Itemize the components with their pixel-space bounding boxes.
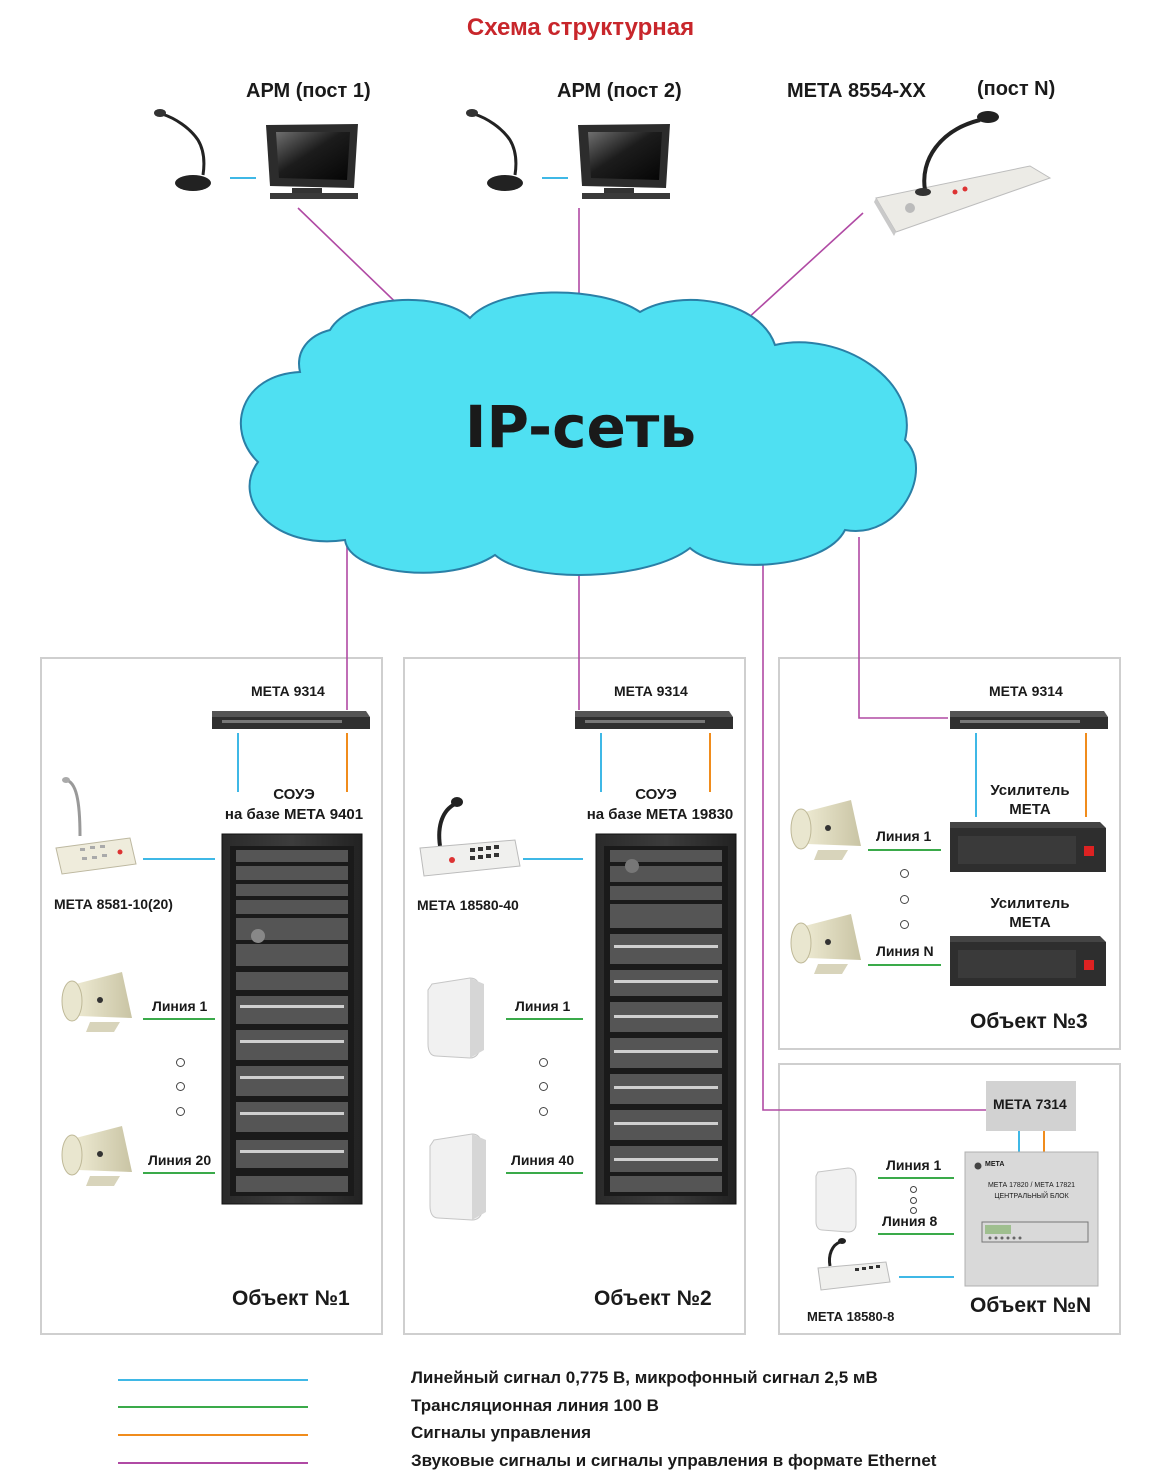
- legend-swatches: [118, 1379, 308, 1464]
- ethernet-link-object3: [858, 537, 948, 719]
- object1-console-label: МЕТА 8581-10(20): [54, 896, 173, 912]
- object2-switch-icon: [575, 711, 733, 729]
- object2-rack-icon: [595, 833, 737, 1205]
- object1-name: Объект №1: [232, 1287, 350, 1310]
- object2-line40-label: Линия 40: [511, 1152, 575, 1168]
- objectN-unit-models: МЕТА 17820 / МЕТА 17821: [987, 1182, 1076, 1189]
- object1-console-icon: [55, 777, 137, 875]
- objectN-switch-box: [986, 1081, 1076, 1131]
- meta8554-console-icon: [874, 111, 1052, 236]
- object2-line1-label: Линия 1: [515, 998, 571, 1014]
- object3-amp2-subtitle: МЕТА: [1009, 914, 1051, 931]
- objectN-console-icon: [817, 1238, 891, 1291]
- objectN-central-unit-icon: [964, 1151, 1099, 1287]
- object1-line20-label: Линия 20: [148, 1152, 212, 1168]
- object1-soue-subtitle: на базе МЕТА 9401: [224, 806, 364, 823]
- object3-line1-label: Линия 1: [876, 828, 932, 844]
- ethernet-link-meta8554: [745, 212, 864, 321]
- objectN-unit-brand: МЕТА: [985, 1161, 1005, 1168]
- object2-wall-speaker1-icon: [427, 977, 484, 1059]
- objectN-name: Объект №N: [970, 1294, 1092, 1317]
- continuation-dot: [900, 869, 909, 878]
- continuation-dot: [539, 1058, 548, 1067]
- continuation-dot: [176, 1107, 185, 1116]
- arm2-label: АРМ (пост 2): [557, 80, 682, 102]
- continuation-dot: [910, 1197, 917, 1204]
- arm2-microphone-icon: [466, 109, 523, 191]
- object2-wall-speaker2-icon: [429, 1133, 486, 1221]
- object3-amplifier2-icon: [950, 936, 1106, 986]
- object3-lineN-label: Линия N: [876, 943, 934, 959]
- ip-network-label: IP-сеть: [464, 393, 697, 461]
- object1-switch-label: МЕТА 9314: [251, 683, 325, 699]
- ethernet-link-objectN: [762, 553, 986, 1111]
- continuation-dot: [900, 920, 909, 929]
- arm1-monitor-icon: [266, 124, 358, 199]
- arm2-monitor-icon: [578, 124, 670, 199]
- arm1-label: АРМ (пост 1): [246, 80, 371, 102]
- object2-console-label: МЕТА 18580-40: [417, 897, 519, 913]
- objectN-line8-label: Линия 8: [882, 1213, 938, 1229]
- diagram-title: Схема структурная: [466, 14, 695, 41]
- object3-horn-speaker2-icon: [790, 914, 861, 974]
- legend-line-signal-text: Линейный сигнал 0,775 В, микрофонный сиг…: [411, 1368, 878, 1387]
- objectN-unit-desc: ЦЕНТРАЛЬНЫЙ БЛОК: [994, 1193, 1069, 1200]
- continuation-dot: [900, 895, 909, 904]
- object1-horn-speaker2-icon: [61, 1126, 132, 1186]
- ip-cloud-shape: [240, 291, 917, 576]
- object2-console-icon: [419, 797, 521, 877]
- postN-label: (пост N): [977, 78, 1056, 100]
- object2-soue-title: СОУЭ: [635, 786, 677, 803]
- objectN-switch-label: МЕТА 7314: [993, 1096, 1067, 1112]
- meta8554-label: МЕТА 8554-ХХ: [787, 80, 926, 102]
- object3-name: Объект №3: [970, 1010, 1088, 1033]
- continuation-dot: [539, 1082, 548, 1091]
- continuation-dot: [176, 1082, 185, 1091]
- broadcast-lines: [143, 849, 954, 1235]
- continuation-dot: [176, 1058, 185, 1067]
- object3-switch-icon: [950, 711, 1108, 729]
- objectN-wall-speaker-icon: [815, 1167, 857, 1233]
- object2-name: Объект №2: [594, 1287, 712, 1310]
- object2-soue-subtitle: на базе МЕТА 19830: [586, 806, 734, 823]
- object3-amplifier1-icon: [950, 822, 1106, 872]
- continuation-dot: [910, 1186, 917, 1193]
- continuation-dot: [539, 1107, 548, 1116]
- object3-amp2-title: Усилитель: [990, 895, 1070, 912]
- objectN-line1-label: Линия 1: [886, 1157, 942, 1173]
- object3-amp1-subtitle: МЕТА: [1009, 801, 1051, 818]
- arm1-microphone-icon: [154, 109, 211, 191]
- object3-amp1-title: Усилитель: [990, 782, 1070, 799]
- object1-soue-title: СОУЭ: [273, 786, 315, 803]
- continuation-dot: [910, 1207, 917, 1214]
- legend-broadcast-text: Трансляционная линия 100 В: [411, 1396, 659, 1415]
- object3-switch-label: МЕТА 9314: [989, 683, 1063, 699]
- legend-control-text: Сигналы управления: [411, 1423, 592, 1442]
- object1-rack-icon: [221, 833, 363, 1205]
- legend-ethernet-text: Звуковые сигналы и сигналы управления в …: [411, 1451, 937, 1470]
- object1-horn-speaker1-icon: [61, 972, 132, 1032]
- object1-switch-icon: [212, 711, 370, 729]
- object3-horn-speaker1-icon: [790, 800, 861, 860]
- object1-line1-label: Линия 1: [152, 998, 208, 1014]
- object2-switch-label: МЕТА 9314: [614, 683, 688, 699]
- objectN-console-label: МЕТА 18580-8: [807, 1309, 895, 1324]
